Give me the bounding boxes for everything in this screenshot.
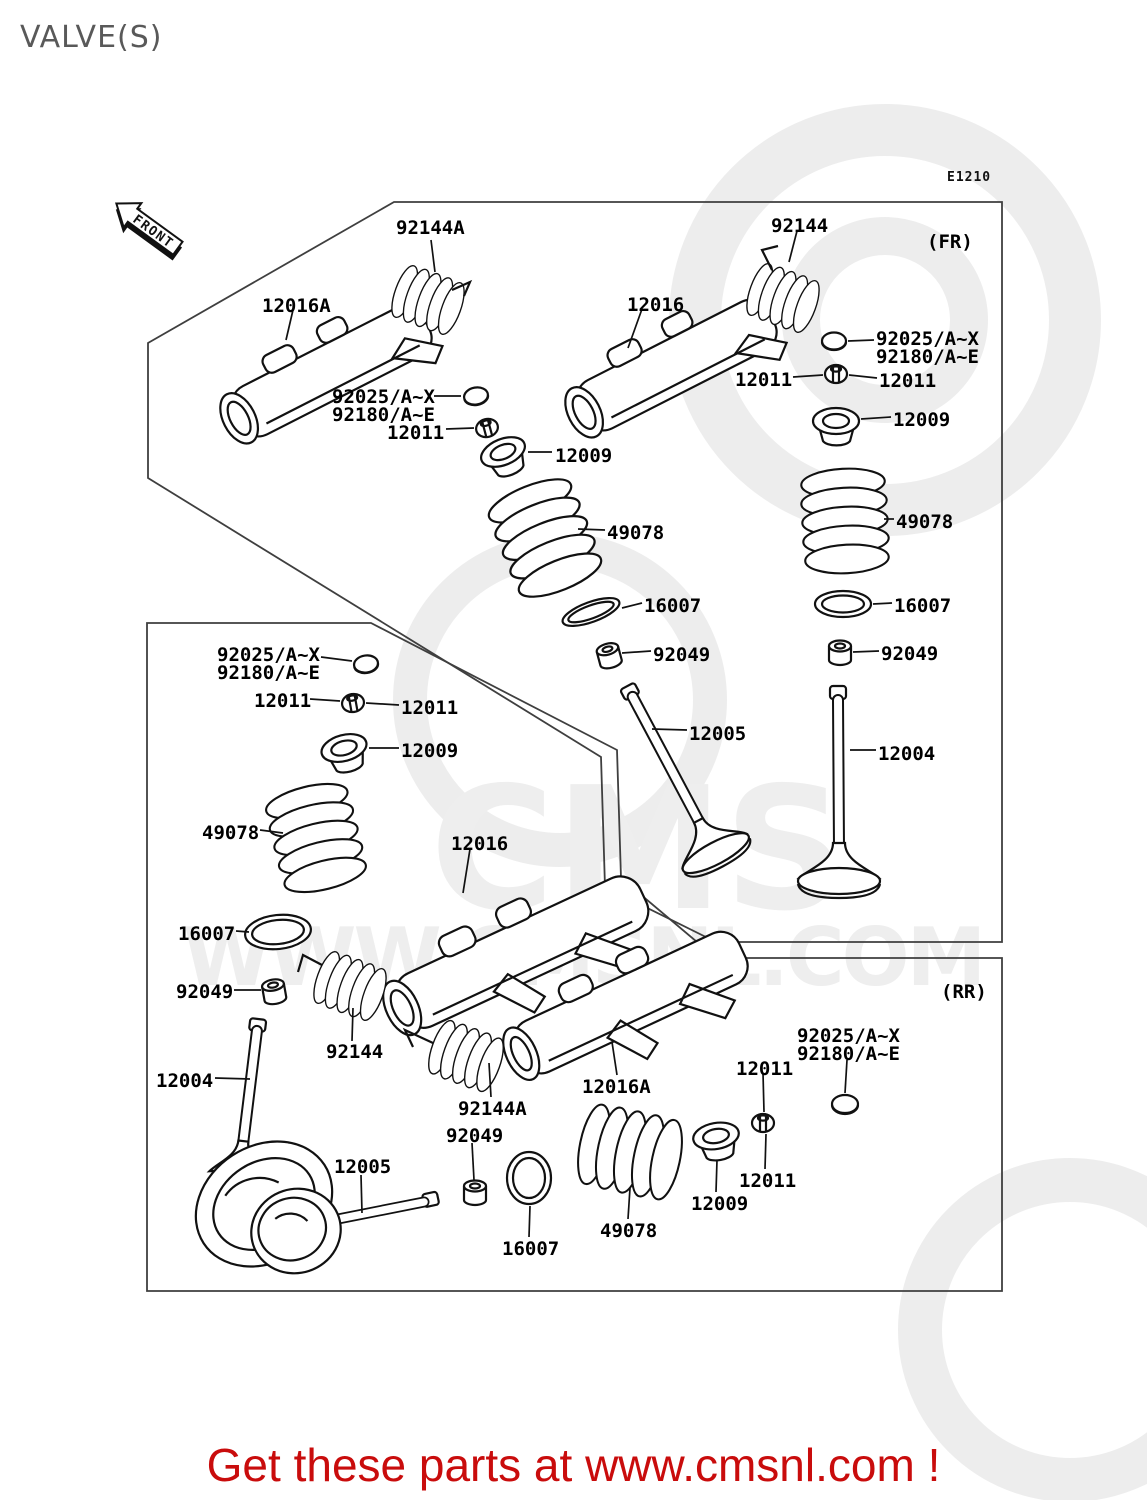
part-label-12005-fr: 12005 <box>689 723 747 745</box>
part-label-12009-rr-right: 12009 <box>691 1193 749 1215</box>
keepers-12011-rr-right <box>750 1112 776 1134</box>
page-title: VALVE(S) <box>20 20 163 55</box>
seal-92049-fr-right <box>827 639 853 667</box>
spring-49078-rr-right <box>570 1099 690 1205</box>
leader-lines <box>214 230 894 1238</box>
part-label-92180-fr-left: 92180/A~E <box>332 404 435 426</box>
rocker-shaft-12016a-rr <box>502 930 749 1081</box>
keepers-12011-fr-right <box>823 363 849 385</box>
keepers-12011-fr-left <box>475 417 499 439</box>
retainer-12009-rr-left <box>320 733 368 774</box>
valve-12004-fr <box>796 684 882 900</box>
diagram-code: E1210 <box>947 170 992 185</box>
part-label-12016a-rr: 12016A <box>582 1076 651 1098</box>
part-label-12011-rr-mid: 12011 <box>401 697 459 719</box>
part-label-16007-fr-left: 16007 <box>644 595 702 617</box>
part-label-16007-rr-left: 16007 <box>178 923 236 945</box>
part-label-12016a-fr: 12016A <box>262 295 331 317</box>
spring-49078-rr-left <box>260 775 372 901</box>
part-label-12011-rr-lower: 12011 <box>739 1170 797 1192</box>
part-label-12011-fr-left: 12011 <box>387 422 445 444</box>
part-label-12004-fr: 12004 <box>878 743 936 765</box>
part-label-92049-fr-right: 92049 <box>881 643 939 665</box>
spring-49078-fr-right <box>798 465 892 577</box>
keepers-12011-rr-left <box>340 692 366 714</box>
part-label-12011-rr-upper: 12011 <box>736 1058 794 1080</box>
part-label-12016-fr: 12016 <box>627 294 685 316</box>
footer-cta-link[interactable]: Get these parts at www.cmsnl.com ! <box>206 1439 941 1491</box>
part-label-12011-rr-left: 12011 <box>254 690 312 712</box>
valve-12005-rr <box>250 1187 440 1275</box>
front-arrow: FRONT <box>115 202 184 261</box>
part-label-12004-rr: 12004 <box>156 1070 214 1092</box>
part-label-12016-rr: 12016 <box>451 833 509 855</box>
part-label-12011-fr-right: 12011 <box>879 370 937 392</box>
part-label-92180-rr-right: 92180/A~E <box>797 1043 900 1065</box>
part-label-92025-fr-left: 92025/A~X <box>332 386 435 408</box>
part-label-92049-rr-bottom: 92049 <box>446 1125 504 1147</box>
part-label-92025-fr-right: 92025/A~X <box>876 328 979 350</box>
valve-12005-fr <box>619 682 752 878</box>
part-label-92025-rr-left: 92025/A~X <box>217 644 320 666</box>
section-label-rr: (RR) <box>941 981 987 1003</box>
part-label-92144a-fr: 92144A <box>396 217 465 239</box>
shim-92025-rr-left <box>352 654 380 675</box>
rocker-shaft-12016a-fr <box>219 304 445 445</box>
retainer-12009-fr-left <box>480 436 526 478</box>
rocker-shaft-12016-rr <box>382 875 650 1037</box>
part-label-92180-fr-right: 92180/A~E <box>876 346 979 368</box>
part-label-49078-rr-right: 49078 <box>600 1220 658 1242</box>
part-label-49078-rr-left: 49078 <box>202 822 260 844</box>
part-label-92144-fr: 92144 <box>771 215 829 237</box>
part-label-92144a-rr: 92144A <box>458 1098 527 1120</box>
seat-ring-16007-fr-right <box>813 589 873 619</box>
spring-92144a-rr <box>422 1016 510 1096</box>
seal-92049-rr-bottom <box>462 1179 488 1207</box>
part-label-92144-rr: 92144 <box>326 1041 384 1063</box>
shim-92025-fr-left <box>462 386 490 407</box>
seat-ring-16007-rr-right <box>505 1150 553 1206</box>
retainer-12009-rr-right <box>692 1121 740 1162</box>
part-label-12009-rr-left: 12009 <box>401 740 459 762</box>
part-label-92180-rr-left: 92180/A~E <box>217 662 320 684</box>
seal-92049-fr-left <box>595 642 623 670</box>
shim-92025-rr-right <box>830 1093 860 1116</box>
seat-ring-16007-rr-left <box>244 913 312 951</box>
part-label-49078-fr-right: 49078 <box>896 511 954 533</box>
part-label-16007-rr-right: 16007 <box>502 1238 560 1260</box>
seat-ring-16007-fr-left <box>561 596 621 628</box>
part-label-92049-rr-left: 92049 <box>176 981 234 1003</box>
part-label-12009-fr-left: 12009 <box>555 445 613 467</box>
part-label-12009-fr-right: 12009 <box>893 409 951 431</box>
retainer-12009-fr-right <box>811 406 861 447</box>
section-label-fr: (FR) <box>927 231 973 253</box>
part-label-12011-fr-mid: 12011 <box>735 369 793 391</box>
seal-92049-rr-left <box>260 978 288 1006</box>
spring-49078-fr-left <box>481 469 609 607</box>
part-label-92049-fr-left: 92049 <box>653 644 711 666</box>
part-label-49078-fr-left: 49078 <box>607 522 665 544</box>
part-label-92025-rr-right: 92025/A~X <box>797 1025 900 1047</box>
part-label-16007-fr-right: 16007 <box>894 595 952 617</box>
shim-92025-fr-right <box>820 331 848 352</box>
part-label-12005-rr: 12005 <box>334 1156 392 1178</box>
